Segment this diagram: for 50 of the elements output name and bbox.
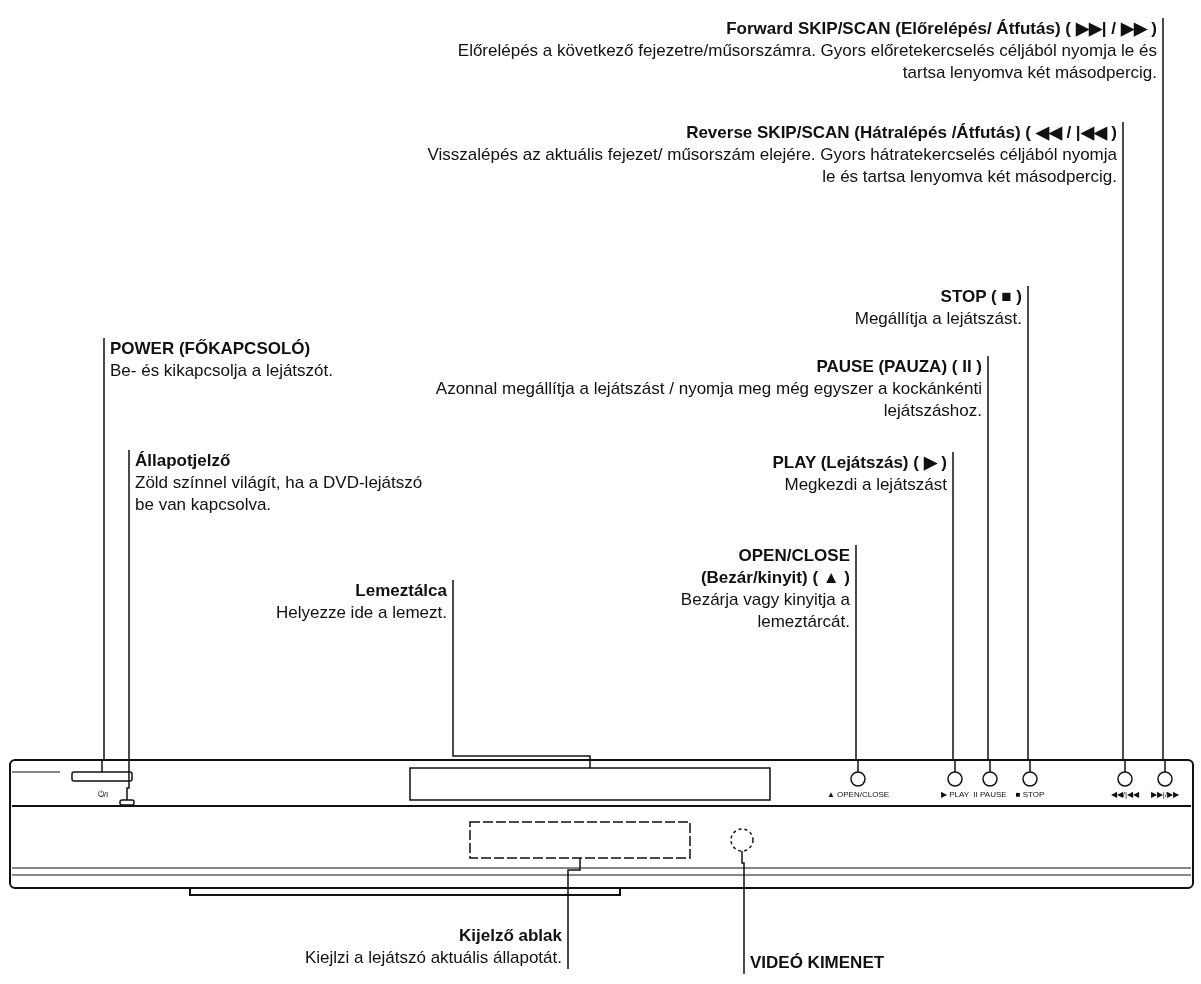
panel-label: ▶▶|/▶▶ (1150, 790, 1180, 799)
power-button (71, 771, 133, 782)
callout-heading: VIDEÓ KIMENET (750, 952, 886, 974)
round-button (1117, 771, 1133, 787)
round-button (1157, 771, 1173, 787)
panel-label: ■ STOP (1015, 790, 1045, 799)
display-window (469, 821, 691, 859)
leader-line (741, 850, 745, 975)
leader-line (1027, 285, 1031, 773)
callout-heading: PLAY (Lejátszás) ( ▶ ) (771, 452, 947, 474)
callout-heading: OPEN/CLOSE (Bezár/kinyit) ( ▲ ) (699, 545, 850, 589)
round-button (947, 771, 963, 787)
callout-text: Kiejlzi a lejátszó aktuális állapotát. (303, 947, 562, 969)
callout-text: Előrelépés a következő fejezetre/műsorszámra. Gyors előretekercselés céljából nyomja le és tartsa lenyomva két másodpercig. (457, 40, 1157, 84)
callout-heading: POWER (FŐKAPCSOLÓ) (110, 338, 312, 360)
callout-text: Zöld színnel világít, ha a DVD-lejátszó be van kapcsolva. (135, 472, 424, 516)
leader-line (452, 579, 591, 769)
callout-heading: STOP ( ■ ) (939, 286, 1022, 308)
callout-text: Bezárja vagy kinyitja a lemeztárcát. (679, 589, 850, 633)
callout-text: Helyezze ide a lemezt. (274, 602, 447, 624)
leader-line (987, 355, 991, 773)
leader-line (567, 857, 581, 970)
callout-text: Be- és kikapcsolja a lejátszót. (110, 360, 334, 382)
round-button (850, 771, 866, 787)
callout-text: Azonnal megállítja a lejátszást / nyomja meg még egyszer a kockánkénti lejátszáshoz. (434, 378, 982, 422)
callout-heading: Reverse SKIP/SCAN (Hátralépés /Átfutás) ( ◀◀ / |◀◀ ) (685, 122, 1117, 144)
panel-label: ⏻/I (97, 790, 109, 799)
callout-heading: Állapotjelző (135, 450, 232, 472)
callout-text: Megkezdi a lejátszást (783, 474, 947, 496)
leader-line (126, 449, 130, 801)
leader-line (1122, 121, 1126, 773)
panel-label: II PAUSE (973, 790, 1007, 799)
callout-text: Megállítja a lejátszást. (853, 308, 1022, 330)
round-button (1022, 771, 1038, 787)
callout-heading: Forward SKIP/SCAN (Előrelépés/ Átfutás) ( ▶▶| / ▶▶ ) (725, 18, 1157, 40)
leader-line (952, 451, 956, 773)
callout-heading: Lemeztálca (354, 580, 447, 602)
panel-label: ▶ PLAY (940, 790, 970, 799)
leader-line (1162, 17, 1166, 773)
callout-heading: PAUSE (PAUZA) ( II ) (815, 356, 982, 378)
video-jack (730, 828, 754, 852)
leader-line (855, 544, 859, 773)
round-button (982, 771, 998, 787)
panel-label: ◀◀/|◀◀ (1110, 790, 1140, 799)
panel-label: ▲ OPEN/CLOSE (826, 790, 890, 799)
callout-text: Visszalépés az aktuális fejezet/ műsorszám elejére. Gyors hátratekercselés céljából nyomja le és tartsa lenyomva két másodpercig. (426, 144, 1117, 188)
disc-tray (409, 767, 771, 801)
indicator-light (119, 799, 135, 806)
callout-heading: Kijelző ablak (458, 925, 562, 947)
leader-line (101, 337, 105, 773)
